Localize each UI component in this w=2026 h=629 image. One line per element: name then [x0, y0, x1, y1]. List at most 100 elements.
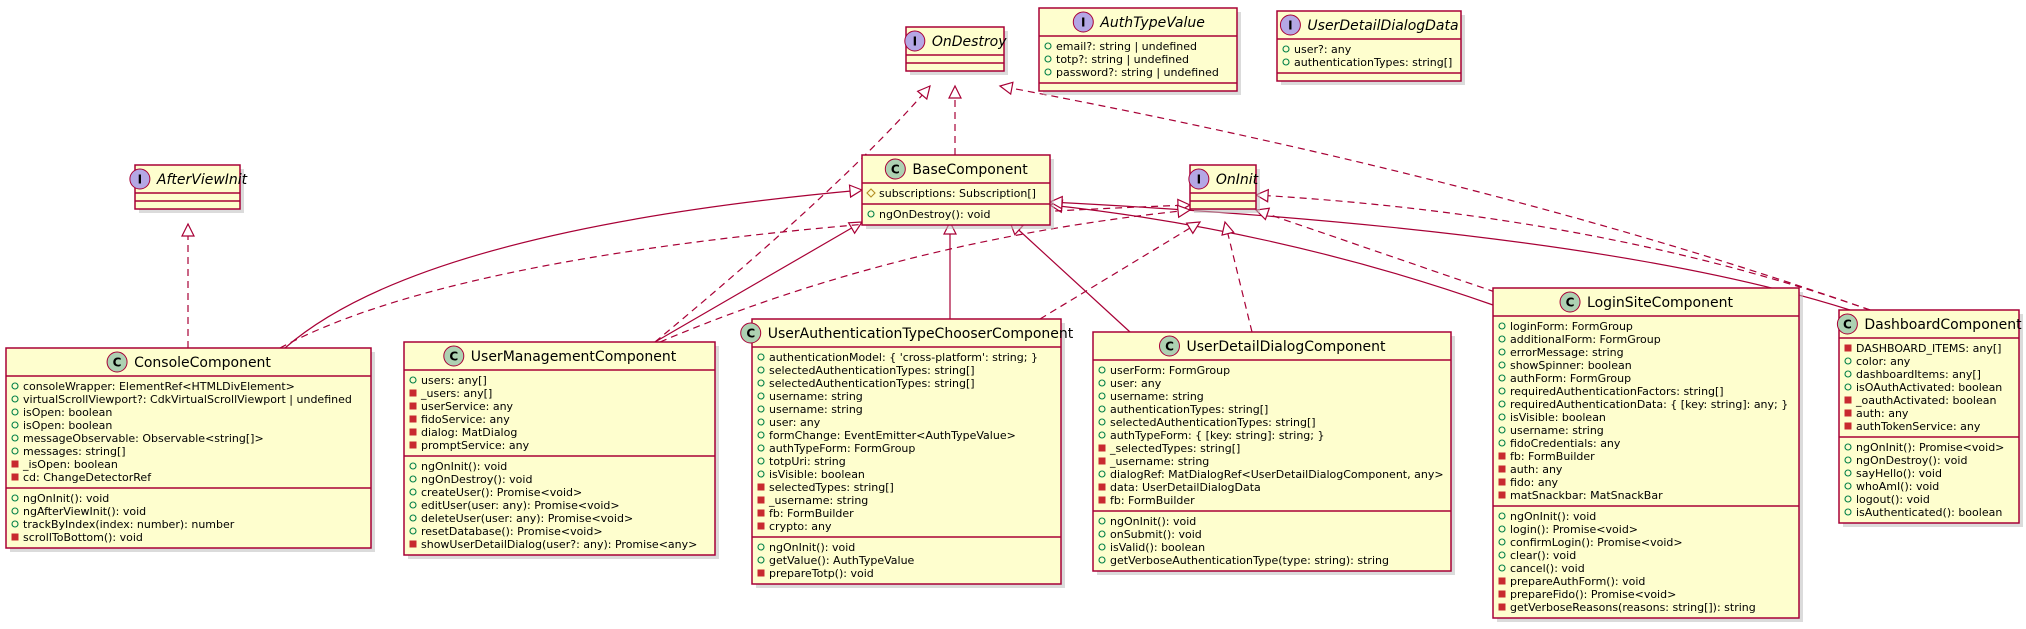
interface-badge-icon	[904, 30, 926, 52]
node-box	[1276, 10, 1462, 82]
public-visibility-icon	[757, 431, 765, 439]
public-visibility-icon	[1498, 374, 1506, 382]
public-visibility-icon	[757, 418, 765, 426]
method: ngOnInit(): void	[23, 492, 109, 505]
field: fb: FormBuilder	[769, 507, 854, 520]
realization-line	[659, 209, 1191, 343]
public-visibility-icon	[1844, 482, 1852, 490]
field: userForm: FormGroup	[1110, 364, 1230, 377]
method: login(): Promise<void>	[1510, 523, 1638, 536]
private-visibility-icon	[409, 540, 417, 548]
public-visibility-icon	[1498, 439, 1506, 447]
node-box	[1492, 287, 1800, 619]
method: cancel(): void	[1510, 562, 1585, 575]
public-visibility-icon	[11, 494, 19, 502]
method: ngOnInit(): void	[421, 460, 507, 473]
field: messages: string[]	[23, 445, 126, 458]
realization-line	[654, 85, 931, 343]
method: onSubmit(): void	[1110, 528, 1202, 541]
method: trackByIndex(index: number): number	[23, 518, 235, 531]
hollow-arrowhead-icon	[1185, 221, 1202, 235]
public-visibility-icon	[1282, 45, 1290, 53]
public-visibility-icon	[409, 462, 417, 470]
method: ngOnInit(): void	[1510, 510, 1596, 523]
public-visibility-icon	[757, 470, 765, 478]
method: scrollToBottom(): void	[23, 531, 143, 544]
node-title: UserManagementComponent	[471, 349, 677, 365]
private-visibility-icon	[1098, 483, 1106, 491]
generalization-line	[1049, 204, 1494, 306]
field: authTokenService: any	[1856, 420, 1981, 433]
field: username: string	[1510, 424, 1604, 437]
public-visibility-icon	[409, 527, 417, 535]
field: consoleWrapper: ElementRef<HTMLDivElemen…	[23, 380, 295, 393]
private-visibility-icon	[757, 569, 765, 577]
protected-visibility-icon	[866, 188, 876, 198]
edge-ConsoleComponent-to-BaseComponent	[284, 184, 864, 349]
private-visibility-icon	[757, 483, 765, 491]
field: crypto: any	[769, 520, 832, 533]
public-visibility-icon	[1498, 361, 1506, 369]
node-box	[1092, 331, 1452, 572]
class-badge-icon	[884, 158, 906, 180]
public-visibility-icon	[1498, 538, 1506, 546]
method: whoAmI(): void	[1856, 480, 1939, 493]
node-title: AuthTypeValue	[1099, 15, 1205, 31]
private-visibility-icon	[1098, 496, 1106, 504]
private-visibility-icon	[1844, 344, 1852, 352]
private-visibility-icon	[757, 509, 765, 517]
public-visibility-icon	[1498, 387, 1506, 395]
public-visibility-icon	[409, 475, 417, 483]
edge-UserDetailDialogComponent-to-BaseComponent	[1009, 221, 1131, 333]
field: authTypeForm: { [key: string]: string; }	[1110, 429, 1324, 442]
edge-UserAuthenticationTypeChooserComponent-to-BaseComponent	[943, 220, 957, 319]
public-visibility-icon	[757, 444, 765, 452]
method: editUser(user: any): Promise<void>	[421, 499, 620, 512]
field: cd: ChangeDetectorRef	[23, 471, 152, 484]
private-visibility-icon	[409, 441, 417, 449]
hollow-arrowhead-icon	[948, 84, 962, 99]
hollow-arrowhead-icon	[1221, 220, 1235, 236]
node-title: DashboardComponent	[1864, 317, 2022, 333]
field: user: any	[769, 416, 821, 429]
public-visibility-icon	[1044, 55, 1052, 63]
field: auth: any	[1510, 463, 1563, 476]
field: formChange: EventEmitter<AuthTypeValue>	[769, 429, 1016, 442]
edge-LoginSiteComponent-to-OnInit	[1254, 207, 1496, 293]
field: additionalForm: FormGroup	[1510, 333, 1661, 346]
public-visibility-icon	[1498, 426, 1506, 434]
field: _selectedTypes: string[]	[1109, 442, 1240, 455]
field: loginForm: FormGroup	[1510, 320, 1633, 333]
private-visibility-icon	[1498, 577, 1506, 585]
hollow-arrowhead-icon	[1254, 188, 1269, 203]
method: confirmLogin(): Promise<void>	[1510, 536, 1683, 549]
method: ngOnInit(): void	[769, 541, 855, 554]
public-visibility-icon	[1044, 68, 1052, 76]
public-visibility-icon	[1098, 470, 1106, 478]
hollow-arrowhead-icon	[998, 81, 1014, 96]
public-visibility-icon	[409, 488, 417, 496]
badge-letter: I	[1197, 173, 1201, 187]
private-visibility-icon	[1844, 409, 1852, 417]
private-visibility-icon	[1498, 590, 1506, 598]
field: totp?: string | undefined	[1056, 53, 1189, 66]
edge-UserManagementComponent-to-OnDestroy	[654, 84, 931, 343]
field: fidoService: any	[421, 413, 510, 426]
hollow-arrowhead-icon	[916, 84, 931, 101]
field: dashboardItems: any[]	[1856, 368, 1981, 381]
public-visibility-icon	[409, 501, 417, 509]
field: showSpinner: boolean	[1510, 359, 1632, 372]
generalization-line	[654, 221, 863, 343]
node-box	[1038, 7, 1238, 92]
public-visibility-icon	[1098, 556, 1106, 564]
node-box	[403, 341, 716, 556]
method: ngAfterViewInit(): void	[23, 505, 146, 518]
field: isVisible: boolean	[769, 468, 865, 481]
field: totpUri: string	[769, 455, 846, 468]
public-visibility-icon	[11, 447, 19, 455]
public-visibility-icon	[1098, 530, 1106, 538]
public-visibility-icon	[1098, 543, 1106, 551]
private-visibility-icon	[1844, 422, 1852, 430]
